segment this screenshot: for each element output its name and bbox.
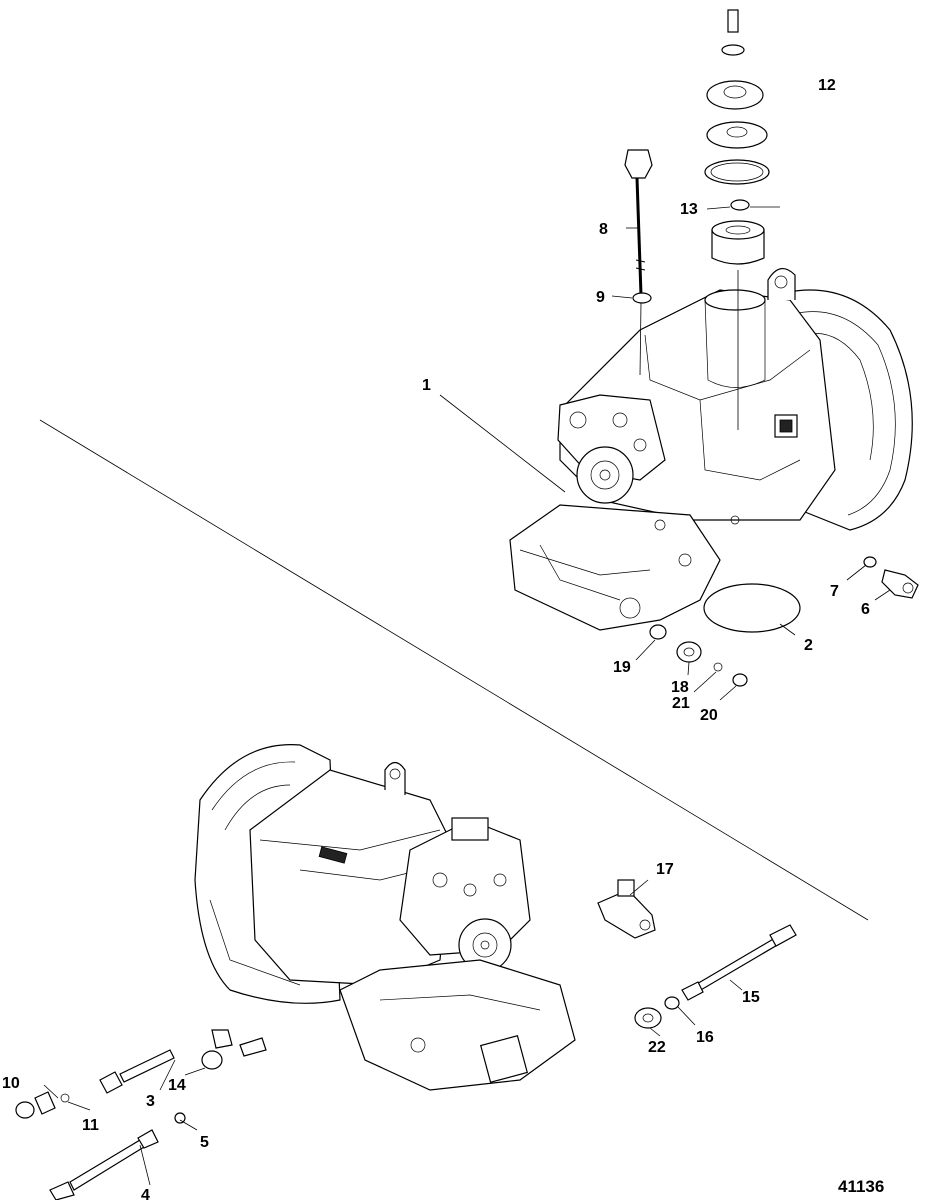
fitting-10-part <box>15 1091 56 1119</box>
callout-20: 20 <box>700 707 718 724</box>
callout-17: 17 <box>656 861 674 878</box>
dipstick-seal-part <box>632 292 652 304</box>
bearing-18-part <box>676 641 702 663</box>
callout-15: 15 <box>742 989 760 1006</box>
callout-5: 5 <box>200 1134 209 1151</box>
callout-9: 9 <box>596 289 605 306</box>
callout-18: 18 <box>671 679 689 696</box>
callout-2: 2 <box>804 637 813 654</box>
sensor-6-part <box>881 569 919 599</box>
callout-21: 21 <box>672 695 690 712</box>
dipstick-part <box>624 149 653 296</box>
washer-7-part <box>863 556 877 568</box>
hose-4-part <box>49 1129 159 1200</box>
plug-20-part <box>732 673 748 687</box>
o-ring-21-part <box>713 662 723 672</box>
callout-6: 6 <box>861 601 870 618</box>
transmission-housing-top-view <box>509 268 913 631</box>
callout-19: 19 <box>613 659 631 676</box>
callout-22: 22 <box>648 1039 666 1056</box>
callout-4: 4 <box>141 1187 150 1200</box>
callout-7: 7 <box>830 583 839 600</box>
transmission-housing-bottom-view <box>194 744 576 1091</box>
fitting-22-part <box>634 1007 662 1029</box>
valve-17-part <box>597 879 656 939</box>
callout-14: 14 <box>168 1077 186 1094</box>
washer-5-part <box>174 1112 186 1124</box>
callout-16: 16 <box>696 1029 714 1046</box>
leader-lines <box>43 206 891 1186</box>
callout-12: 12 <box>818 77 836 94</box>
callout-11: 11 <box>82 1117 99 1134</box>
callout-8: 8 <box>599 221 608 238</box>
output-shaft-stack-parts <box>704 9 770 430</box>
seal-19-part <box>649 624 667 640</box>
callout-13: 13 <box>680 201 698 218</box>
callout-1: 1 <box>422 377 431 394</box>
view-separator-line <box>39 419 869 921</box>
sensor-14-part <box>201 1029 267 1070</box>
adapter-3-part <box>99 1049 175 1094</box>
callout-3: 3 <box>146 1093 155 1110</box>
o-ring-11-part <box>60 1093 70 1103</box>
figure-number: 41136 <box>838 1177 884 1196</box>
cooler-hose-15-part <box>681 924 797 1001</box>
callout-labels: 1 2 3 4 5 6 7 8 9 10 11 12 13 14 15 16 1… <box>2 77 870 1200</box>
o-ring-part <box>703 583 801 633</box>
callout-10: 10 <box>2 1075 20 1092</box>
washer-16-part <box>664 996 680 1010</box>
